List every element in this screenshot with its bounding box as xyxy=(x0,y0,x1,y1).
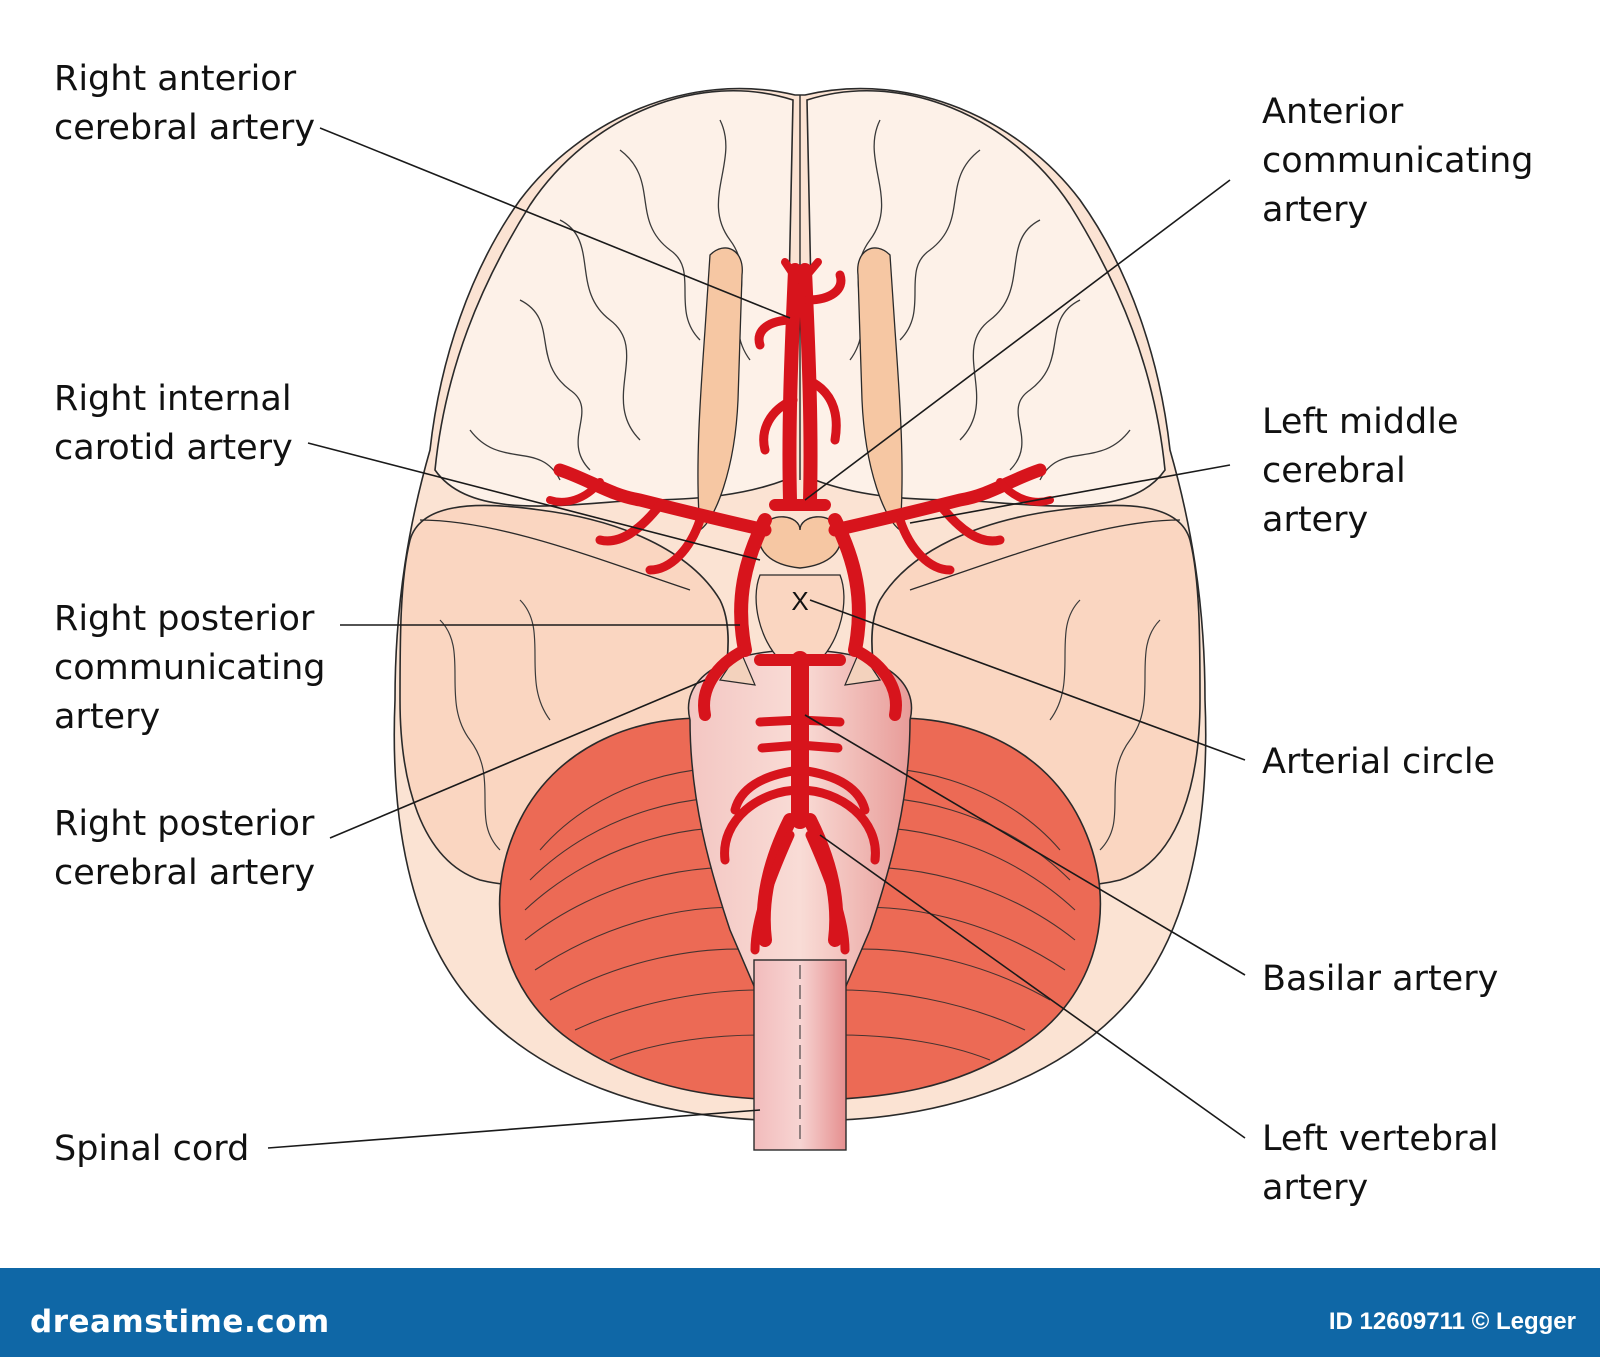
brain-arteries-diagram: X xyxy=(267,87,1246,1151)
label-right-posterior-communicating-artery: Right posterior communicating artery xyxy=(54,599,326,737)
arterial-circle-marker: X xyxy=(791,586,808,616)
label-spinal-cord: Spinal cord xyxy=(54,1129,250,1169)
label-right-internal-carotid-artery: Right internal carotid artery xyxy=(54,379,293,468)
label-right-posterior-cerebral-artery: Right posterior cerebral artery xyxy=(54,804,316,893)
label-arterial-circle: Arterial circle xyxy=(1262,742,1496,782)
image-credit: ID 12609711 © Legger xyxy=(1328,1308,1576,1335)
label-basilar-artery: Basilar artery xyxy=(1262,959,1499,999)
arteries xyxy=(546,258,1054,955)
gyri-lines xyxy=(469,119,1131,481)
dreamstime-logo: dreamstime.com xyxy=(30,1304,330,1340)
watermark-footer: dreamstime.com ID 12609711 © Legger xyxy=(0,1268,1600,1357)
label-left-middle-cerebral-artery: Left middle cerebral artery xyxy=(1262,402,1459,540)
leader-lines xyxy=(267,127,1246,1149)
label-anterior-communicating-artery: Anterior communicating artery xyxy=(1262,92,1534,230)
label-left-vertebral-artery: Left vertebral artery xyxy=(1262,1119,1499,1208)
label-right-anterior-cerebral-artery: Right anterior cerebral artery xyxy=(54,59,316,148)
